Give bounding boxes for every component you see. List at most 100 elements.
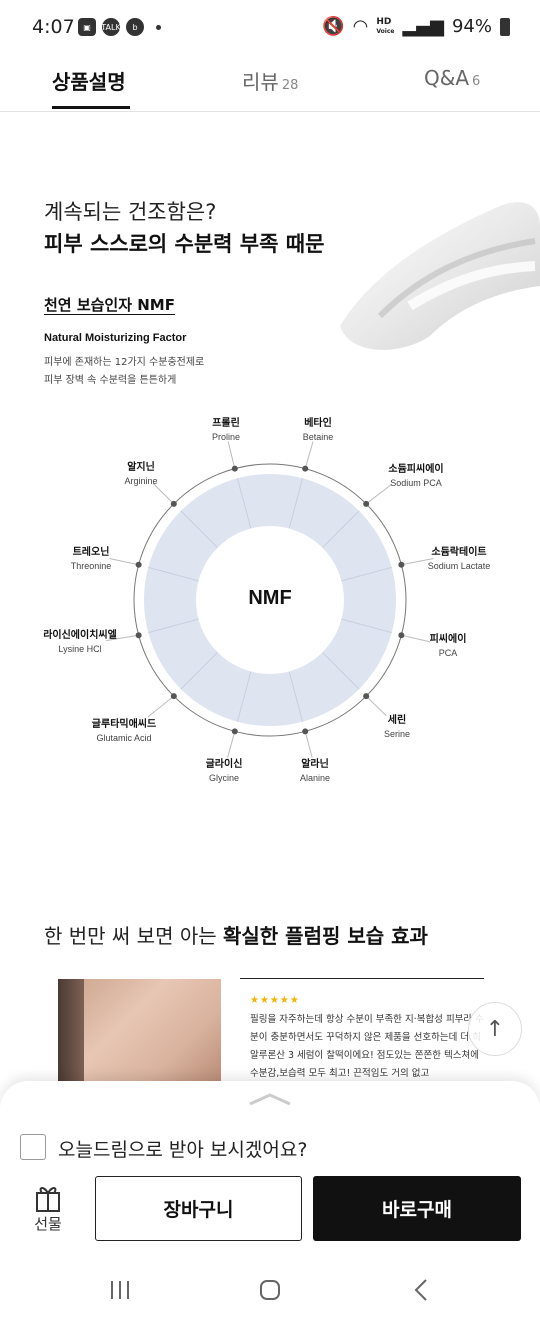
center-circle (196, 526, 344, 674)
connector-dot (398, 632, 405, 639)
cream-texture-image (340, 202, 540, 350)
connector-dot (135, 632, 142, 639)
ring-divider (288, 478, 304, 529)
connector-dot (363, 693, 370, 700)
connector-dot (170, 693, 177, 700)
ring-divider (321, 651, 360, 690)
ring-dividers (148, 478, 392, 722)
rating-stars: ★★★★★ (250, 995, 300, 1006)
ring-divider (341, 618, 392, 634)
qna-count: 6 (472, 74, 481, 89)
review-divider (240, 978, 484, 979)
connector-line (106, 634, 139, 642)
connector-line (227, 731, 236, 758)
chevron-up-icon[interactable] (246, 1091, 294, 1107)
connector-line (401, 634, 431, 643)
connector-dot (231, 728, 238, 735)
ring-divider (236, 671, 252, 722)
connector-dot (363, 500, 370, 507)
connector-dot (398, 561, 405, 568)
gift-label[interactable]: 선물 (34, 1215, 62, 1233)
nmf-description: 피부에 존재하는 12가지 수분충전제로 피부 장벽 속 수분력을 튼튼하게 (44, 357, 205, 386)
connector-dot (302, 465, 309, 472)
gift-icon (36, 1187, 60, 1212)
talk-notification-icon: TALK (101, 18, 121, 36)
nmf-title: 천연 보습인자 NMF (44, 296, 175, 314)
arrow-up-icon: ↑ (485, 1016, 505, 1042)
review-text: 필링을 자주하는데 항상 수분이 부족한 지·복합성 피부라 수분이 충분하면서… (250, 1014, 484, 1079)
connector-line (304, 441, 314, 469)
status-time: 4:07 (32, 16, 75, 38)
ring-divider (236, 478, 252, 529)
back-button[interactable] (392, 1260, 452, 1320)
outer-ring (133, 463, 407, 737)
ring-divider (148, 566, 199, 582)
android-nav-bar (0, 1260, 540, 1320)
gallery-notification-icon: ▣ (78, 18, 96, 36)
battery-icon (500, 17, 510, 36)
back-icon (414, 1279, 427, 1301)
add-to-cart-button[interactable]: 장바구니 (95, 1176, 302, 1241)
recent-apps-icon (111, 1281, 129, 1299)
home-icon (260, 1280, 280, 1300)
connector-line (109, 557, 139, 566)
ring-divider (180, 651, 219, 690)
connector-line (365, 695, 387, 717)
ring-divider (321, 510, 360, 549)
home-button[interactable] (240, 1260, 300, 1320)
connector-dot (302, 728, 309, 735)
ring-divider (288, 671, 304, 722)
more-notifications-icon (156, 24, 161, 30)
active-tab-indicator (52, 106, 130, 109)
hero-question: 계속되는 건조함은? (44, 200, 217, 224)
today-dream-checkbox[interactable] (20, 1134, 46, 1160)
skin-photo (58, 979, 221, 1089)
buy-now-button[interactable]: 바로구매 (313, 1176, 521, 1241)
recent-apps-button[interactable] (90, 1260, 150, 1320)
connector-line (365, 483, 393, 505)
review-count: 28 (281, 78, 299, 93)
battery-percent: 94% (451, 16, 492, 37)
signal-icon: ▂▄▆ (402, 16, 444, 37)
gift-button[interactable] (30, 1183, 66, 1217)
connector-dot (135, 561, 142, 568)
label-connectors (106, 441, 434, 758)
hero-headline: 피부 스스로의 수분력 부족 때문 (44, 232, 325, 256)
tab-description[interactable]: 상품설명 (52, 70, 126, 94)
ring-divider (180, 510, 219, 549)
ring-divider (148, 618, 199, 634)
plumping-section-title: 한 번만 써 보면 아는 확실한 플럼핑 보습 효과 (44, 924, 428, 948)
nmf-subtitle: Natural Moisturizing Factor (44, 332, 187, 344)
wifi-icon: ◠ (352, 16, 369, 37)
connector-line (227, 441, 236, 469)
connector-line (152, 483, 175, 505)
ring-divider (341, 566, 392, 582)
connector-dot (170, 500, 177, 507)
scroll-to-top-button[interactable]: ↑ (468, 1002, 522, 1056)
connector-line (304, 731, 313, 758)
connector-dot (231, 465, 238, 472)
connector-line (401, 557, 434, 566)
connector-line (147, 695, 175, 718)
today-dream-label[interactable]: 오늘드림으로 받아 보시겠어요? (58, 1139, 308, 1161)
b-app-notification-icon: b (126, 18, 144, 36)
nmf-center-label: NMF (248, 587, 292, 609)
mute-icon: 🔇 (322, 16, 345, 37)
